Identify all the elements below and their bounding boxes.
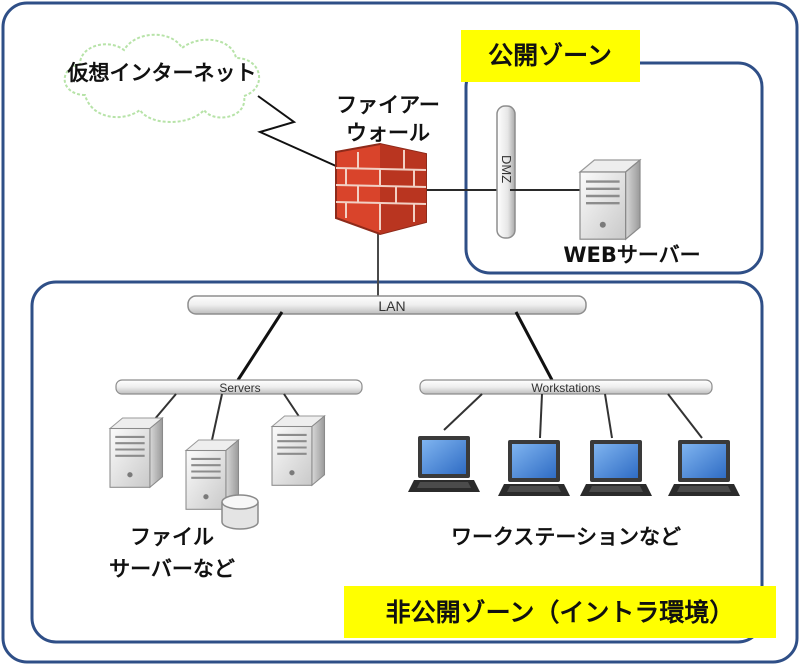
internet-link <box>257 95 337 167</box>
workstation-group-label: ワークステーションなど <box>451 525 681 549</box>
web-server-label: WEBサーバー <box>563 243 700 267</box>
file-server-label-line1: ファイル <box>130 525 214 549</box>
private-zone-box <box>30 280 764 644</box>
firewall-icon <box>335 142 427 236</box>
private-zone-label: 非公開ゾーン（イントラ環境） <box>386 598 735 627</box>
public-zone-label: 公開ゾーン <box>488 41 612 70</box>
private-zone-label-bg <box>344 586 776 638</box>
dmz-label: DMZ <box>499 155 514 183</box>
servers-bus <box>115 379 363 395</box>
workstations-bus <box>419 379 713 395</box>
internet-label: 仮想インターネット <box>67 61 257 85</box>
laptop-icon-2 <box>498 440 570 496</box>
dmz-segment <box>496 105 516 239</box>
lan-bus <box>187 295 587 315</box>
cloud-icon <box>63 33 261 123</box>
lan-label: LAN <box>378 298 405 314</box>
firewall-label-line1: ファイアー <box>336 93 440 117</box>
workstation-drops <box>443 393 703 439</box>
public-zone-label-bg <box>461 30 640 82</box>
server-icon <box>578 158 642 241</box>
firewall-label-line2: ウォール <box>346 121 430 145</box>
laptop-icon-3 <box>580 440 652 496</box>
disk-icon <box>221 494 259 530</box>
file-server-label-line2: サーバーなど <box>109 557 235 581</box>
lan-workstations-link <box>514 311 554 381</box>
lan-servers-link <box>236 311 284 381</box>
laptop-icon-4 <box>668 440 740 496</box>
file-server-1 <box>108 416 164 489</box>
servers-bus-label: Servers <box>219 381 260 395</box>
workstations-bus-label: Workstations <box>531 381 600 395</box>
laptop-icon-1 <box>408 436 480 492</box>
server-drops <box>153 393 301 441</box>
file-server-3 <box>270 414 326 487</box>
